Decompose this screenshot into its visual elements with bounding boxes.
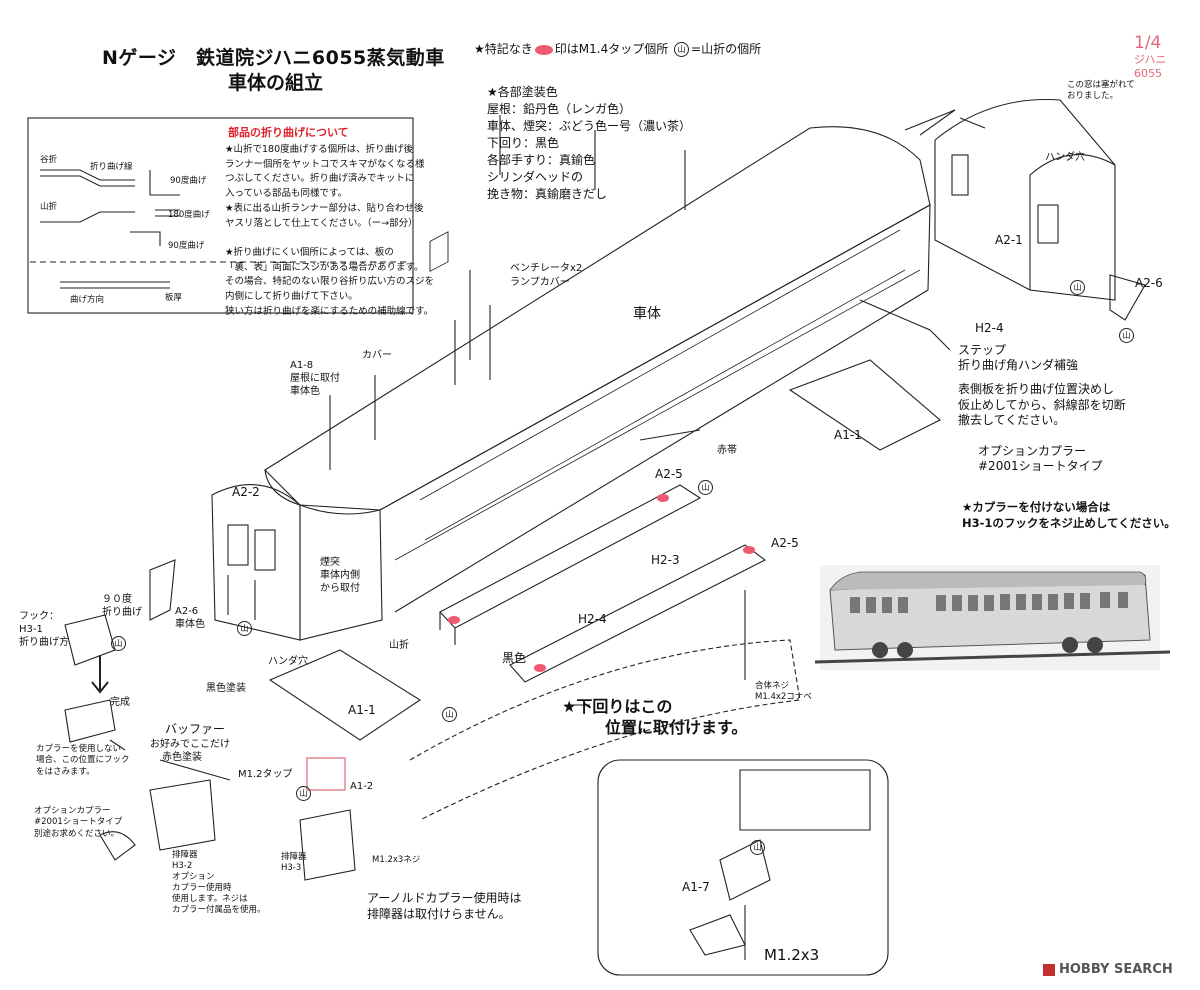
model-photo bbox=[814, 565, 1171, 670]
bending-box-frame bbox=[27, 117, 414, 314]
h2-4-label: H2-4 bbox=[578, 612, 607, 626]
m12x3-inset-label: M1.2x3 bbox=[764, 946, 820, 964]
m12x3-screw-label: M1.2x3ネジ bbox=[372, 855, 421, 865]
inset-frame bbox=[597, 759, 889, 976]
chimney-label: 煙突車体内側から取付 bbox=[320, 557, 360, 594]
page-number: 1/4 bbox=[1134, 33, 1162, 53]
handa-hole-left-label: ハンダ穴 bbox=[268, 656, 308, 667]
coupler-use-note: カプラーを使用しない場合、この位置にフックをはさみます。 bbox=[36, 744, 130, 777]
tap-markers bbox=[448, 494, 755, 672]
legend: ★特記なき印はM1.4タップ個所 山=山折の個所 bbox=[474, 42, 762, 57]
handa-hole-top-label: ハンダ穴 bbox=[1045, 152, 1085, 163]
hobby-search-logo-icon bbox=[1043, 963, 1055, 976]
deg90-bend-label: ９０度折り曲げ bbox=[102, 594, 142, 618]
watermark: HOBBY SEARCH bbox=[1043, 962, 1173, 978]
mountain-fold-icon: 山 bbox=[674, 42, 690, 57]
a2-5-bottom-label: A2-5 bbox=[771, 536, 799, 550]
a2-1-label: A2-1 bbox=[995, 233, 1023, 247]
a1-1-left-label: A1-1 bbox=[348, 703, 376, 717]
cover-label: カバー bbox=[362, 350, 392, 361]
a1-1-right-label: A1-1 bbox=[834, 428, 862, 442]
red-band-label: 赤帯 bbox=[717, 445, 737, 456]
mountain-fold-icon: 山 bbox=[442, 707, 457, 722]
mountain-fold-text: 山折 bbox=[389, 640, 409, 651]
h2-4-right-label: H2-4 bbox=[975, 321, 1004, 335]
page-subtitle: 車体の組立 bbox=[228, 72, 324, 94]
page-model: ジハニ 6055 bbox=[1134, 53, 1167, 80]
complete-label: 完成 bbox=[110, 697, 130, 708]
bend-90-label: 90度曲げ bbox=[170, 176, 207, 186]
a2-6-right-label: A2-6 bbox=[1135, 276, 1163, 290]
a2-2-label: A2-2 bbox=[232, 485, 260, 499]
mountain-fold-icon: 山 bbox=[698, 480, 713, 495]
body-label: 車体 bbox=[633, 306, 661, 322]
mountain-fold-icon: 山 bbox=[296, 786, 311, 801]
buffer-label: バッファー お好みでここだけ 赤色塗装 bbox=[150, 722, 230, 763]
window-note: この窓は塞がれておりました。 bbox=[1067, 80, 1135, 102]
valley-fold-label: 谷折 bbox=[40, 155, 58, 165]
step-label: ステップ折り曲げ角ハンダ補強 bbox=[958, 343, 1079, 372]
black-label: 黒色 bbox=[502, 651, 527, 665]
page-title: Nゲージ 鉄道院ジハニ6055蒸気動車 bbox=[102, 47, 445, 69]
bending-heading: 部品の折り曲げについて bbox=[228, 126, 349, 139]
bending-paragraphs: ★山折で180度曲げする個所は、折り曲げ後 ランナー個所をヤットコでスキマがなく… bbox=[225, 144, 435, 317]
a1-2-label: A1-2 bbox=[350, 781, 374, 792]
mountain-fold-icon: 山 bbox=[237, 621, 252, 636]
mountain-fold-icon: 山 bbox=[111, 636, 126, 651]
mountain-fold-icon: 山 bbox=[750, 840, 765, 855]
fold-line-label: 折り曲げ線 bbox=[90, 162, 133, 172]
tap-marker-icon bbox=[534, 44, 553, 55]
bend-90b-label: 90度曲げ bbox=[168, 241, 205, 251]
a1-7-label: A1-7 bbox=[682, 880, 710, 894]
fold-direction-label: 曲げ方向 bbox=[70, 295, 105, 305]
bend-180-label: 180度曲げ bbox=[168, 210, 210, 220]
side-plate-note: 表側板を折り曲げ位置決めし仮止めしてから、斜線部を切断撤去してください。 bbox=[958, 382, 1126, 428]
arnold-note: アーノルドカプラー使用時は排障器は取付けらません。 bbox=[367, 891, 522, 922]
a2-5-top-label: A2-5 bbox=[655, 467, 683, 481]
paint-colors: ★各部塗装色 屋根：鉛丹色（レンガ色） 車体、煙突：ぶどう色ー号（濃い茶） 下回… bbox=[487, 85, 692, 202]
black-paint-label: 黒色塗装 bbox=[206, 683, 246, 694]
mountain-fold-label: 山折 bbox=[40, 202, 58, 212]
mountain-fold-icon: 山 bbox=[1119, 328, 1134, 343]
option-coupler-right-label: オプションカプラー#2001ショートタイプ bbox=[978, 444, 1103, 473]
m12-tap-label: M1.2タップ bbox=[238, 769, 293, 780]
mountain-fold-icon: 山 bbox=[1070, 280, 1085, 295]
option-coupler-left-label: オプションカプラー#2001ショートタイプ別途お求めください。 bbox=[34, 806, 123, 839]
plate-thickness-label: 板厚 bbox=[165, 293, 183, 303]
h2-3-label: H2-3 bbox=[651, 553, 680, 567]
underframe-note: ★下回りはこの 位置に取付けます。 bbox=[562, 697, 748, 737]
